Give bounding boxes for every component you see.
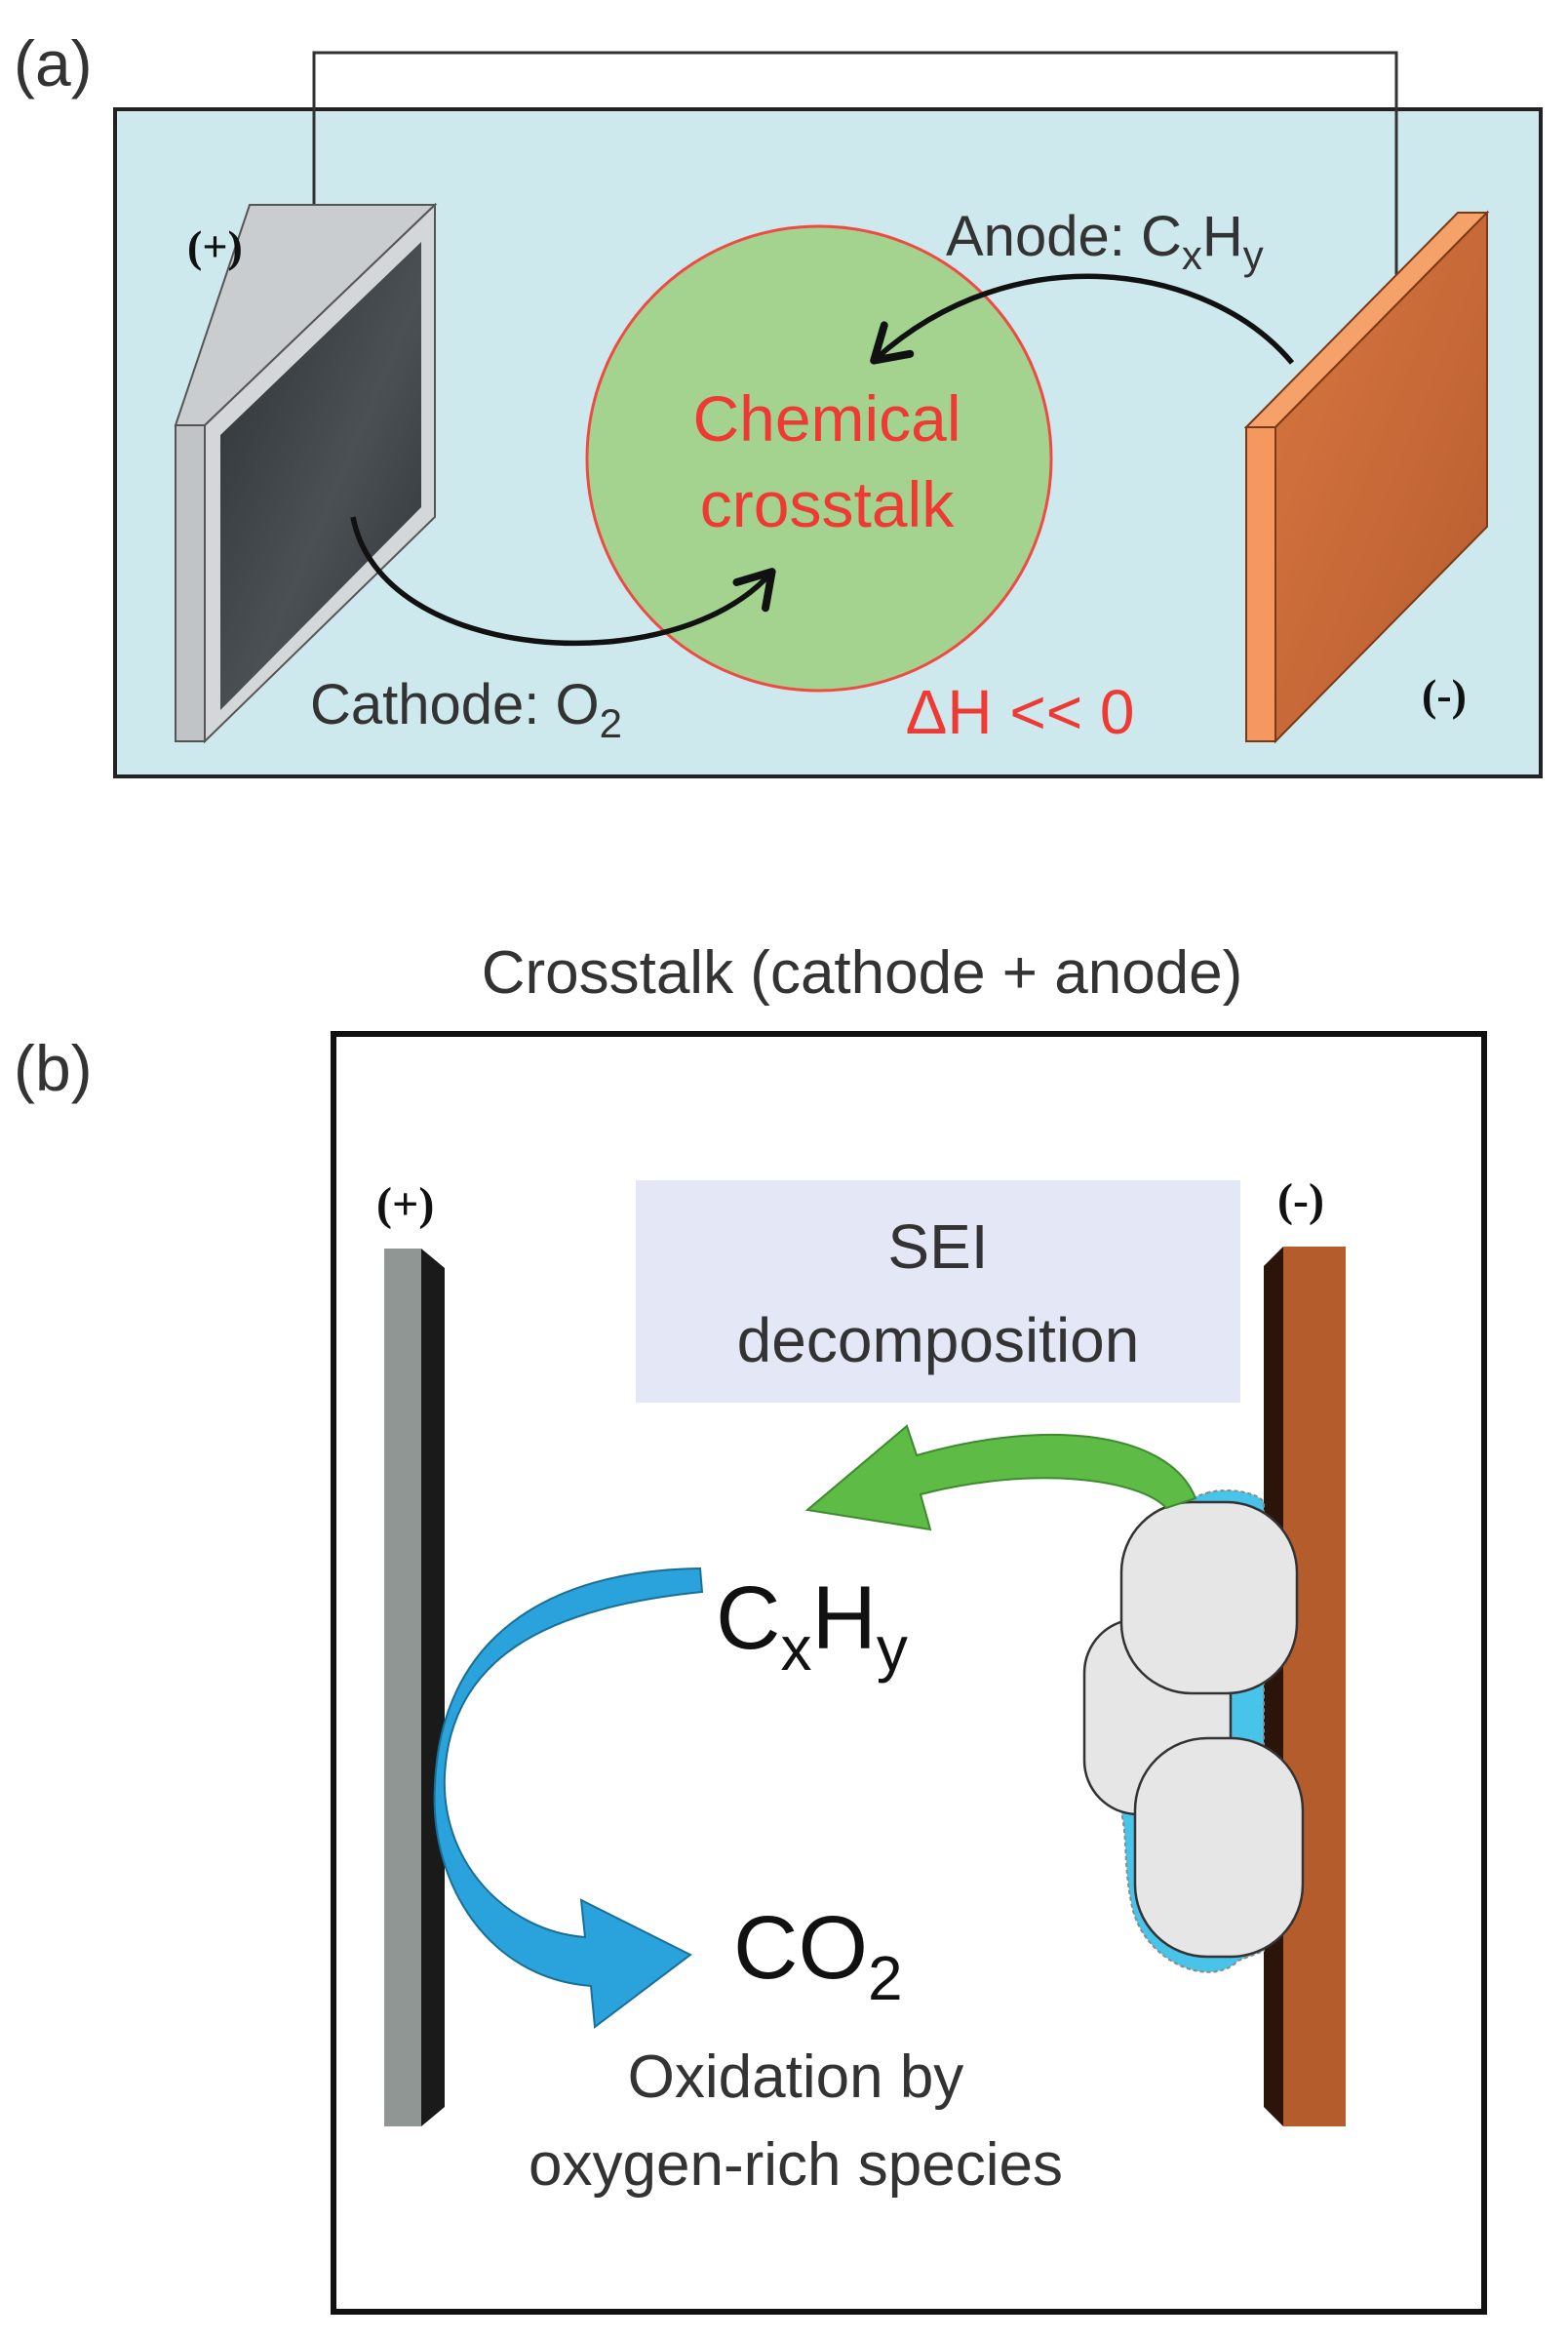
panel-b-title: Crosstalk (cathode + anode) (482, 939, 1243, 1007)
panel-b: (b) Crosstalk (cathode + anode) SEI deco… (14, 939, 1487, 2315)
cathode-strip (384, 1249, 445, 2126)
external-wire (312, 51, 1398, 295)
crosstalk-label-line2: crosstalk (700, 468, 955, 540)
anode-label: Anode: CxHy (946, 205, 1264, 278)
anode-strip (1264, 1247, 1346, 2126)
panel-b-label: (b) (14, 1032, 93, 1104)
cathode-label: Cathode: O2 (310, 673, 622, 746)
panel-a-negative-label: (-) (1422, 670, 1467, 720)
sei-label-line1: SEI (887, 1211, 988, 1282)
anode-electrode (1243, 210, 1490, 744)
sei-decomposition-arrow (804, 1424, 1197, 1531)
cxhy-label: CxHy (716, 1568, 908, 1684)
oxidation-label-line1: Oxidation by (628, 2043, 964, 2111)
enthalpy-label: ΔH << 0 (906, 677, 1135, 747)
oxidation-label-line2: oxygen-rich species (529, 2131, 1063, 2199)
crosstalk-circle (585, 224, 1053, 693)
sei-label-line2: decomposition (737, 1305, 1140, 1375)
panel-a-positive-label: (+) (187, 221, 243, 271)
co2-label: CO2 (733, 1898, 903, 2013)
anode-particles (1082, 1489, 1305, 1973)
panel-a-label: (a) (14, 27, 93, 99)
anode-to-crosstalk-arrow (870, 273, 1295, 365)
cathode-electrode (174, 202, 438, 744)
panel-a: (a) (+) (-) Anode: CxHy Cathode: O2 Chem… (14, 27, 1543, 778)
cathode-to-crosstalk-arrow (350, 516, 776, 647)
crosstalk-label-line1: Chemical (692, 382, 960, 455)
oxidation-arrow (433, 1567, 704, 2029)
sei-box (636, 1180, 1240, 1403)
panel-b-negative-label: (-) (1277, 1174, 1324, 1226)
panel-b-positive-label: (+) (376, 1178, 434, 1230)
